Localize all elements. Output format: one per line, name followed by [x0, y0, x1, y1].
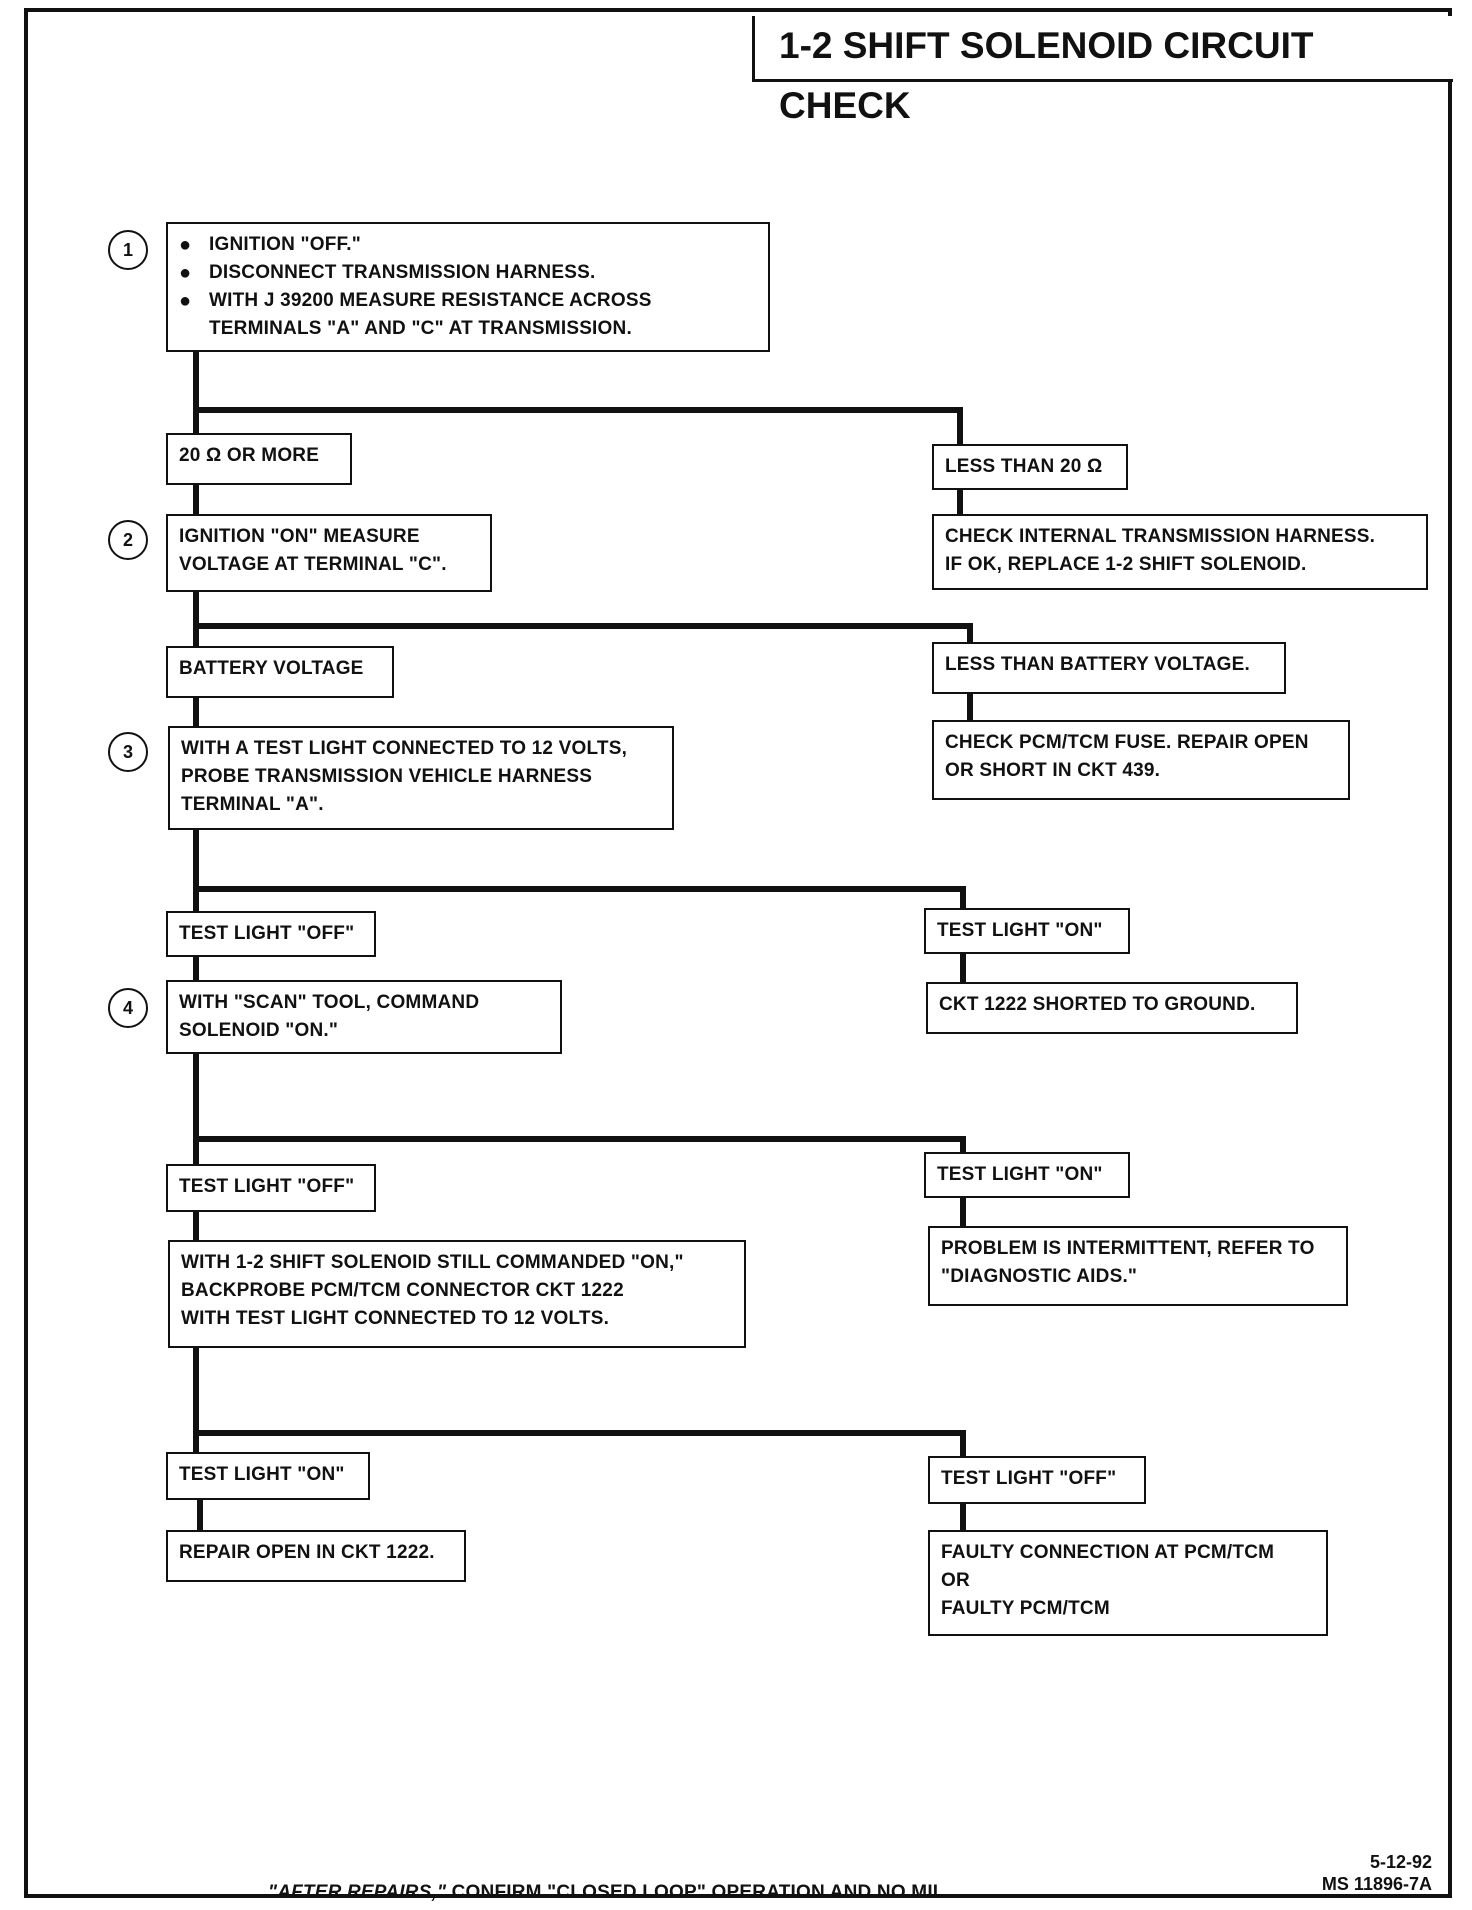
result-less-than-20-ohm: LESS THAN 20 Ω — [932, 444, 1128, 490]
step-4-instructions: WITH "SCAN" TOOL, COMMAND SOLENOID "ON." — [166, 980, 562, 1054]
step-number-4: 4 — [108, 988, 148, 1028]
step-number-3: 3 — [108, 732, 148, 772]
action-check-internal-harness: CHECK INTERNAL TRANSMISSION HARNESS. IF … — [932, 514, 1428, 590]
step-2-instructions: IGNITION "ON" MEASURE VOLTAGE AT TERMINA… — [166, 514, 492, 592]
result-test-light-off: TEST LIGHT "OFF" — [166, 911, 376, 957]
figure-code: MS 11896-7A — [1321, 1874, 1432, 1894]
step-5-instructions: WITH 1-2 SHIFT SOLENOID STILL COMMANDED … — [168, 1240, 746, 1348]
result-test-light-off: TEST LIGHT "OFF" — [928, 1456, 1146, 1504]
bullet-item: ●DISCONNECT TRANSMISSION HARNESS. — [179, 262, 596, 284]
action-ckt-shorted-ground: CKT 1222 SHORTED TO GROUND. — [926, 982, 1298, 1034]
page-border — [24, 8, 1452, 1898]
step-1-instructions: ●IGNITION "OFF." ●DISCONNECT TRANSMISSIO… — [166, 222, 770, 352]
action-problem-intermittent: PROBLEM IS INTERMITTENT, REFER TO "DIAGN… — [928, 1226, 1348, 1306]
action-faulty-connection: FAULTY CONNECTION AT PCM/TCM OR FAULTY P… — [928, 1530, 1328, 1636]
bullet-item: ●IGNITION "OFF." — [179, 234, 361, 256]
bullet-continuation: TERMINALS "A" AND "C" AT TRANSMISSION. — [209, 318, 632, 339]
step-3-instructions: WITH A TEST LIGHT CONNECTED TO 12 VOLTS,… — [168, 726, 674, 830]
step-number-2: 2 — [108, 520, 148, 560]
result-battery-voltage: BATTERY VOLTAGE — [166, 646, 394, 698]
result-test-light-off: TEST LIGHT "OFF" — [166, 1164, 376, 1212]
figure-date: 5-12-92 — [1369, 1852, 1432, 1872]
bullet-item: ●WITH J 39200 MEASURE RESISTANCE ACROSS — [179, 290, 652, 312]
action-check-pcm-fuse: CHECK PCM/TCM FUSE. REPAIR OPEN OR SHORT… — [932, 720, 1350, 800]
step-number-1: 1 — [108, 230, 148, 270]
result-less-than-battery-voltage: LESS THAN BATTERY VOLTAGE. — [932, 642, 1286, 694]
result-test-light-on: TEST LIGHT "ON" — [924, 908, 1130, 954]
footer-note: "AFTER REPAIRS," CONFIRM "CLOSED LOOP" O… — [268, 1882, 951, 1903]
action-repair-open: REPAIR OPEN IN CKT 1222. — [166, 1530, 466, 1582]
result-test-light-on: TEST LIGHT "ON" — [166, 1452, 370, 1500]
result-test-light-on: TEST LIGHT "ON" — [924, 1152, 1130, 1198]
result-20-ohm-or-more: 20 Ω OR MORE — [166, 433, 352, 485]
page-title: 1-2 SHIFT SOLENOID CIRCUIT CHECK — [752, 16, 1453, 126]
